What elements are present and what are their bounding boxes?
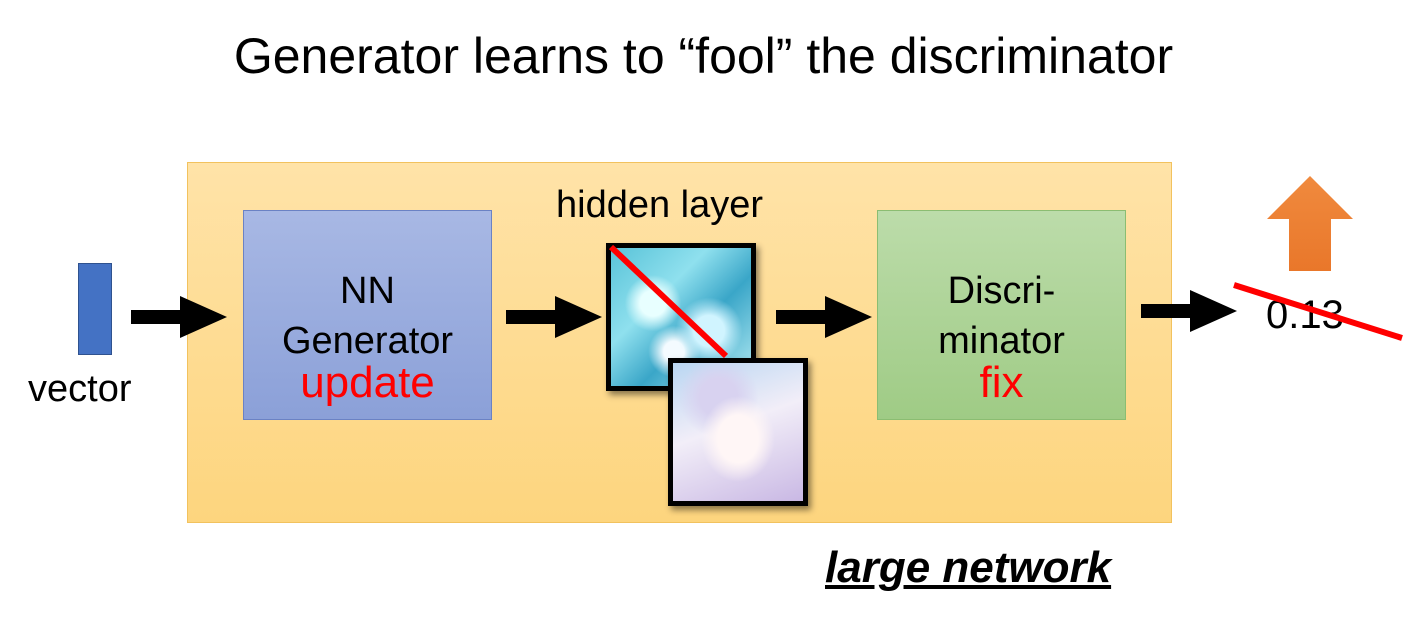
input-vector-label: vector xyxy=(28,368,132,410)
strike-line-icon xyxy=(1233,282,1403,341)
discriminator-box: Discri- minator fix xyxy=(877,210,1126,420)
discriminator-label-line2: minator xyxy=(938,320,1065,362)
discriminator-label-line1: Discri- xyxy=(947,270,1056,312)
generator-status: update xyxy=(300,358,435,407)
generator-label-line1: NN xyxy=(340,270,395,312)
generated-image-face xyxy=(668,358,808,506)
hidden-layer-label: hidden layer xyxy=(556,184,764,226)
right-arrow-icon xyxy=(131,296,227,338)
right-arrow-icon xyxy=(776,296,872,338)
large-network-label: large network xyxy=(825,543,1112,592)
right-arrow-icon xyxy=(506,296,602,338)
strike-line-icon xyxy=(608,244,729,359)
input-vector xyxy=(78,263,112,355)
generator-box: NN Generator update xyxy=(243,210,492,420)
page-title: Generator learns to “fool” the discrimin… xyxy=(233,28,1174,84)
right-arrow-icon xyxy=(1141,290,1237,332)
discriminator-status: fix xyxy=(979,358,1024,407)
generator-label-line2: Generator xyxy=(281,320,454,362)
up-arrow-icon xyxy=(1267,176,1353,271)
